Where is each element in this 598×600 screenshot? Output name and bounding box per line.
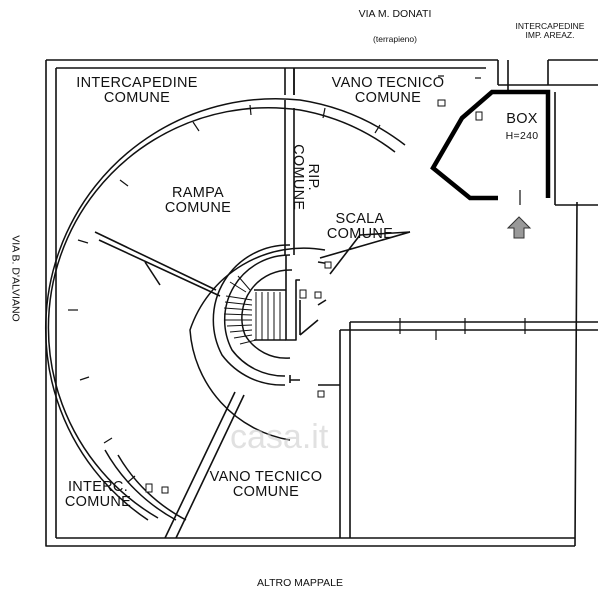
interc-comune-label: INTERC. COMUNE <box>58 479 138 511</box>
outer-wall <box>45 59 598 547</box>
watermark: casa.it <box>230 418 329 456</box>
vano-tecnico-top-label: VANO TECNICO COMUNE <box>313 75 463 107</box>
street-bottom: ALTRO MAPPALE <box>257 577 343 589</box>
scala-comune-line1: SCALA <box>335 211 385 227</box>
street-left: VIA B. D'ALVIANO <box>9 235 22 322</box>
vano-tecnico-bottom-label: VANO TECNICO COMUNE <box>196 469 336 501</box>
intercapedine-imp-line1: INTERCAPEDINE <box>515 21 585 31</box>
vano-tecnico-top-line1: VANO TECNICO <box>331 75 445 91</box>
vano-tecnico-bottom-line2: COMUNE <box>232 484 300 501</box>
intercapedine-comune-line2: COMUNE <box>103 90 171 107</box>
scala-comune-label: SCALA COMUNE <box>310 211 410 243</box>
rampa-comune-label: RAMPA COMUNE <box>148 185 248 217</box>
inner-wall <box>55 67 575 539</box>
rip-comune-line2: COMUNE <box>290 144 306 211</box>
interc-comune-line1: INTERC. <box>67 479 129 495</box>
street-top: VIA M. DONATI <box>358 8 432 20</box>
box-label: BOX H=240 <box>492 111 552 143</box>
intercapedine-imp-line2: IMP. AREAZ. <box>525 29 575 40</box>
vano-tecnico-bottom-line1: VANO TECNICO <box>209 469 323 485</box>
box-line1: BOX <box>506 111 538 127</box>
ramp-inner-arc <box>189 247 326 441</box>
intercapedine-comune-label: INTERCAPEDINE COMUNE <box>62 75 212 107</box>
intercapedine-comune-line1: INTERCAPEDINE <box>76 75 198 91</box>
rip-comune-line1: RIP. <box>305 163 322 191</box>
street-top-note: (terrapieno) <box>373 34 417 44</box>
rip-comune-label: RIP. COMUNE <box>290 137 322 217</box>
intercapedine-imp-label: INTERCAPEDINE IMP. AREAZ. <box>504 22 596 40</box>
rampa-comune-line2: COMUNE <box>164 200 232 217</box>
box-line2: H=240 <box>505 130 539 143</box>
box-outline <box>430 89 551 201</box>
up-arrow-icon <box>506 216 532 239</box>
interc-comune-line2: COMUNE <box>64 494 132 511</box>
rampa-comune-line1: RAMPA <box>172 185 224 201</box>
scala-comune-line2: COMUNE <box>326 226 394 243</box>
vano-tecnico-top-line2: COMUNE <box>354 90 422 107</box>
ramp-outer-arc <box>44 97 406 521</box>
